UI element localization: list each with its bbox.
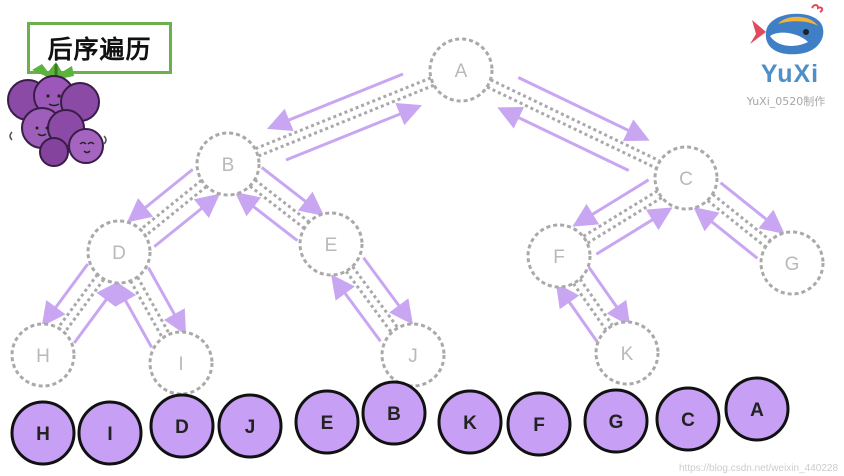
tree-node-label-A: A [455, 61, 468, 82]
result-label-F: F [533, 415, 545, 436]
brand-credit: YuXi_0520制作 [746, 95, 826, 108]
tree-node-J [380, 322, 446, 388]
tree-node-label-C: C [679, 169, 693, 190]
tree-node-A [428, 37, 494, 103]
arrow-up-D-B [153, 193, 220, 248]
result-node-E [294, 389, 360, 455]
title-box: 后序遍历 [27, 22, 172, 74]
result-node-J [217, 393, 283, 459]
tree-node-G [759, 230, 825, 296]
tree-node-H [10, 322, 76, 388]
arrow-down-B-D [127, 168, 194, 223]
tree-node-label-D: D [112, 243, 126, 264]
tree-edge-D-H [63, 278, 106, 334]
tree-node-label-J: J [408, 346, 418, 367]
tree-edge-D-I [136, 276, 171, 335]
arrow-down-B-E [260, 166, 325, 216]
result-label-G: G [609, 412, 624, 433]
result-node-C [655, 386, 721, 452]
result-node-I [77, 400, 143, 466]
arrow-up-E-B [234, 192, 299, 242]
page-title: 后序遍历 [47, 35, 152, 64]
tree-edge-F-K [578, 278, 614, 327]
tree-node-C [653, 145, 719, 211]
tree-node-label-I: I [178, 354, 183, 375]
result-label-D: D [175, 417, 189, 438]
result-node-H [10, 400, 76, 466]
arrow-down-E-J [362, 256, 414, 325]
result-node-B [361, 380, 427, 446]
arrow-down-C-G [719, 181, 785, 235]
result-label-E: E [321, 413, 334, 434]
result-node-A [724, 376, 790, 442]
tree-node-F [526, 223, 592, 289]
arrow-up-K-F [555, 282, 599, 343]
result-label-B: B [387, 404, 401, 425]
arrow-down-F-K [587, 266, 631, 327]
arrow-up-J-E [330, 274, 382, 343]
tree-node-K [594, 320, 660, 386]
tree-node-label-K: K [621, 344, 634, 365]
tree-node-label-H: H [36, 346, 50, 367]
tree-node-I [148, 330, 214, 396]
arrow-down-A-B [266, 72, 404, 132]
watermark-text: https://blog.csdn.net/weixin_440228 [679, 463, 838, 474]
grape-mascot-icon [7, 62, 107, 167]
result-label-J: J [245, 417, 256, 438]
result-node-D [149, 393, 215, 459]
arrow-down-D-I [147, 266, 187, 336]
result-label-C: C [681, 410, 695, 431]
whale-logo-icon [750, 4, 824, 55]
result-node-F [506, 391, 572, 457]
tree-node-E [298, 211, 364, 277]
tree-edge-A-B [254, 76, 432, 151]
arrow-up-G-C [693, 206, 759, 260]
arrow-up-C-A [497, 106, 630, 172]
result-node-G [583, 388, 649, 454]
tree-node-label-E: E [325, 235, 338, 256]
result-label-H: H [36, 424, 50, 445]
result-label-A: A [750, 400, 764, 421]
tree-node-label-F: F [553, 247, 565, 268]
tree-edge-C-F [586, 196, 663, 245]
arrow-down-D-H [41, 263, 90, 327]
arrow-up-I-D [113, 279, 153, 349]
brand-name: YuXi [760, 60, 820, 88]
tree-nodes: A B C D E F G H I J K [10, 37, 825, 396]
arrow-down-A-C [517, 76, 650, 142]
result-sequence: H I D J E B K F G C A [10, 376, 790, 466]
arrow-up-F-C [595, 207, 673, 256]
tree-edge-C-F [582, 189, 659, 238]
result-node-K [437, 389, 503, 455]
arrow-up-B-A [285, 102, 423, 162]
tree-node-label-B: B [222, 155, 235, 176]
tree-edge-D-I [129, 280, 164, 339]
arrow-down-C-F [572, 178, 650, 227]
tree-edge-B-D [139, 179, 203, 231]
tree-edge-A-B [257, 83, 435, 158]
tree-node-label-G: G [785, 254, 800, 275]
result-label-K: K [463, 413, 477, 434]
traversal-arrows [41, 72, 785, 349]
arrow-up-H-D [72, 280, 121, 344]
tree-node-D [86, 219, 152, 285]
tree-edge-A-C [486, 85, 657, 170]
tree-edge-A-C [490, 78, 661, 163]
tree-node-B [195, 131, 261, 197]
result-label-I: I [107, 424, 112, 445]
tree-edge-E-J [351, 265, 400, 329]
